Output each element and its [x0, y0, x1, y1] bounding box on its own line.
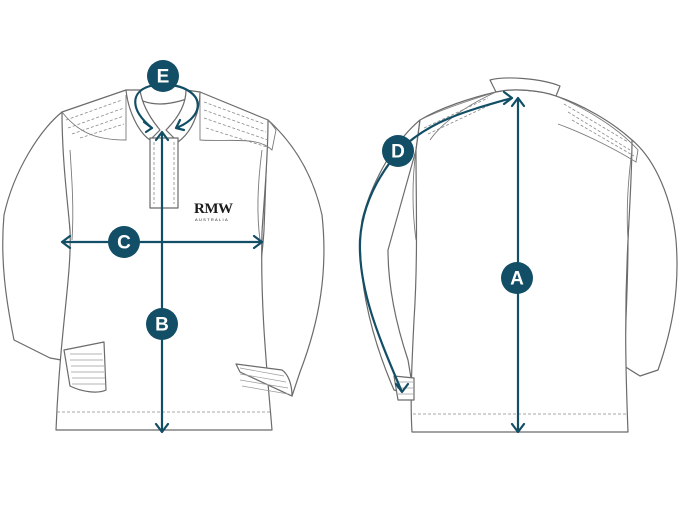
badge-d: D — [382, 135, 414, 167]
badge-a: A — [501, 262, 533, 294]
front-right-cuff — [235, 363, 293, 397]
badge-e: E — [147, 60, 179, 92]
svg-text:B: B — [155, 315, 169, 336]
svg-text:C: C — [117, 233, 131, 254]
back-body — [410, 89, 633, 433]
measurement-lines — [60, 83, 526, 434]
back-right-sleeve — [623, 139, 678, 377]
front-placket — [149, 137, 179, 209]
measure-d-line — [358, 90, 514, 394]
badge-c: C — [108, 226, 140, 258]
measure-b-line — [154, 130, 170, 434]
measure-c-line — [60, 234, 264, 250]
svg-text:D: D — [391, 142, 405, 163]
back-collar — [489, 77, 561, 97]
svg-text:RMW: RMW — [194, 201, 233, 217]
svg-text:E: E — [157, 67, 170, 88]
badge-b: B — [146, 308, 178, 340]
front-right-yoke — [199, 96, 277, 151]
brand-logo: RMW AUSTRALIA — [194, 201, 233, 222]
shirt-front: RMW AUSTRALIA — [2, 85, 325, 431]
svg-text:AUSTRALIA: AUSTRALIA — [195, 217, 229, 222]
front-left-cuff — [63, 341, 107, 393]
back-yoke — [555, 95, 639, 163]
svg-text:A: A — [510, 269, 524, 290]
front-body — [55, 89, 273, 431]
